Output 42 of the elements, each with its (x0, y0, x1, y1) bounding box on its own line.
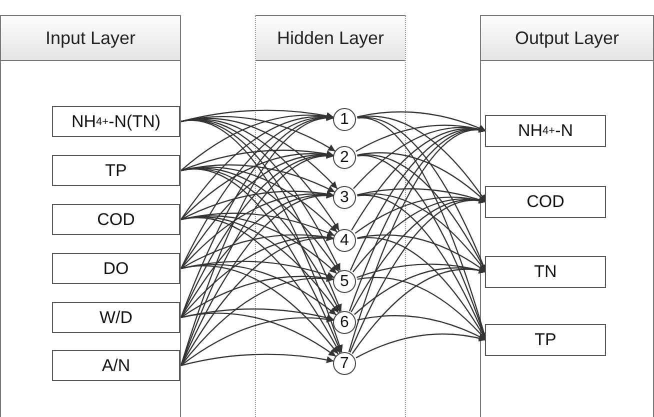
neuron-circle: 1 (333, 108, 356, 131)
neuron-circle: 7 (333, 352, 356, 375)
neuron-circle: 2 (333, 146, 356, 169)
arrow (180, 312, 336, 357)
arrow (180, 217, 340, 354)
arrow (180, 110, 334, 122)
arrow (357, 111, 486, 132)
arrow (348, 126, 486, 352)
neuron-circle: 6 (333, 311, 356, 334)
neuron-circle: 3 (333, 186, 356, 209)
arrow (180, 113, 334, 171)
arrow (180, 234, 334, 318)
arrow (356, 333, 486, 358)
arrow (180, 150, 334, 172)
variable-box: DO (52, 253, 180, 284)
arrow (180, 275, 334, 366)
variable-box: COD (485, 186, 606, 218)
layer-column (0, 15, 181, 417)
variable-box: W/D (52, 302, 180, 333)
layer-header: Input Layer (1, 15, 180, 61)
arrow (180, 190, 334, 220)
variable-box: TP (485, 324, 606, 356)
variable-box: COD (52, 204, 180, 235)
arrow (180, 234, 334, 270)
arrow (180, 265, 339, 354)
layer-column (255, 15, 406, 417)
arrow (180, 168, 342, 353)
variable-box: TN (485, 256, 606, 288)
neuron-circle: 4 (333, 229, 356, 252)
layer-column (480, 15, 654, 417)
arrow (357, 152, 486, 202)
neuron-circle: 5 (333, 270, 356, 293)
arrow (180, 274, 334, 318)
arrow (180, 168, 341, 312)
arrow (180, 316, 334, 366)
layer-header: Output Layer (481, 15, 653, 61)
arrow (180, 354, 334, 366)
arrow (352, 267, 486, 354)
variable-box: TP (52, 155, 180, 186)
layer-header: Hidden Layer (256, 15, 405, 61)
variable-box: A/N (52, 350, 180, 381)
arrow (180, 118, 340, 231)
